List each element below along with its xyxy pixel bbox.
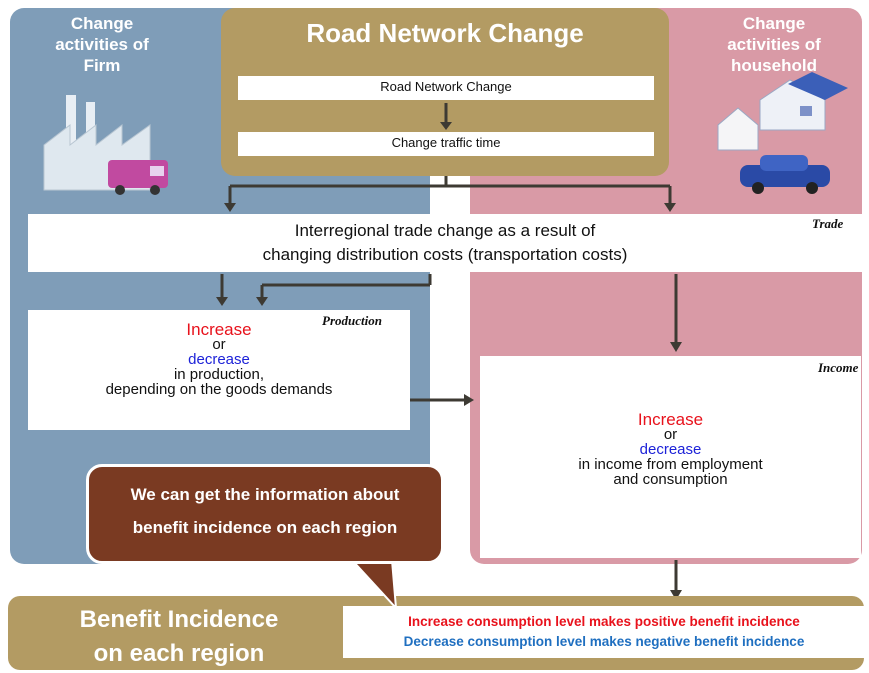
firm-column-title-full: Change activities of Firm — [55, 14, 149, 75]
income-or: or — [663, 426, 678, 443]
arrowhead-trade-right — [664, 203, 676, 212]
road-network-change-box: Road Network Change — [238, 76, 654, 100]
production-tag: Production — [322, 313, 382, 328]
trade-text: Interregional trade change as a result o… — [28, 219, 862, 267]
factory-icon — [43, 95, 168, 195]
trade-line-1: Interregional trade change as a result o… — [294, 221, 596, 240]
income-decrease: decrease — [639, 441, 702, 458]
arrow-trade-to-production — [220, 274, 432, 299]
production-line-2: depending on the goods demands — [105, 381, 333, 398]
income-line-2: and consumption — [613, 471, 728, 488]
income-text: Increase or decrease in income from empl… — [480, 410, 861, 488]
income-increase: Increase — [637, 410, 704, 429]
household-column-title: Change activities of household — [727, 14, 821, 75]
income-tag: Income — [818, 360, 859, 375]
income-line-1: in income from employment — [578, 456, 763, 473]
negative-incidence-text: Decrease consumption level makes negativ… — [403, 634, 805, 649]
callout-text: We can get the information about benefit… — [92, 478, 438, 544]
arrowhead-production-2 — [256, 297, 268, 306]
road-network-title: Road Network Change — [306, 18, 584, 48]
benefit-incidence-box — [343, 606, 865, 658]
callout-line-2: benefit incidence on each region — [132, 518, 398, 537]
benefit-title-line-1: Benefit Incidence — [79, 606, 279, 633]
benefit-title: Benefit Incidence on each region — [34, 603, 324, 671]
production-box — [28, 310, 410, 430]
income-box — [480, 356, 861, 558]
positive-incidence-text: Increase consumption level makes positiv… — [408, 614, 800, 629]
arrow-income-to-benefit — [670, 560, 682, 600]
production-decrease: decrease — [188, 351, 250, 368]
callout-line-1: We can get the information about — [130, 485, 400, 504]
arrow-road-to-traffic — [440, 103, 452, 130]
production-line-1: in production, — [173, 366, 265, 383]
arrowhead-production-1 — [216, 297, 228, 306]
production-increase: Increase — [186, 320, 252, 339]
arrow-panel-to-trade — [228, 176, 672, 205]
production-or: or — [212, 336, 226, 353]
production-text: Increase or decrease in production, depe… — [28, 320, 410, 398]
house-car-icon — [717, 72, 848, 194]
callout-tail — [349, 559, 398, 611]
benefit-title-line-2: on each region — [93, 640, 265, 667]
trade-line-2: changing distribution costs (transportat… — [262, 245, 628, 264]
arrowhead-trade-left — [224, 203, 236, 212]
callout-bubble — [86, 464, 444, 564]
trade-box — [28, 214, 862, 272]
arrow-trade-to-income — [670, 274, 682, 352]
arrow-production-to-income — [410, 394, 474, 406]
traffic-time-box: Change traffic time — [238, 132, 654, 156]
trade-tag: Trade — [812, 216, 844, 231]
